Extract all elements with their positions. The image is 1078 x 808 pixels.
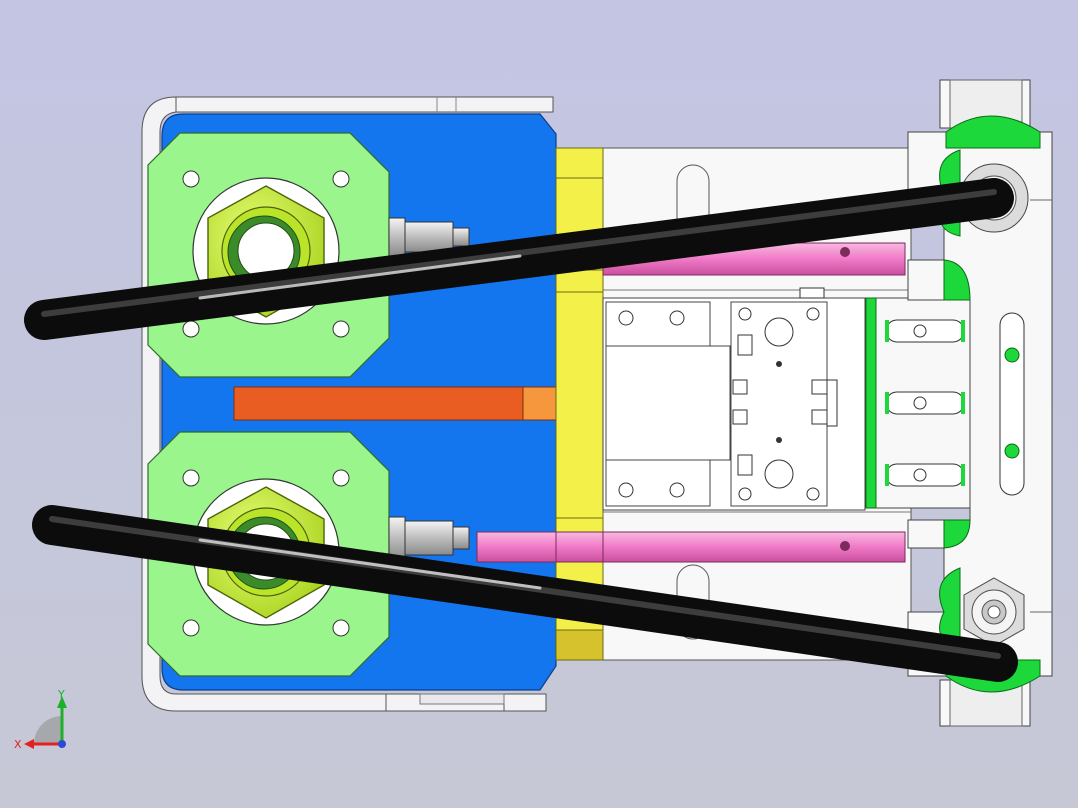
pink-rod-bottom[interactable] [476,531,906,563]
fitting-bottom[interactable] [388,516,470,560]
switch-assembly[interactable] [602,287,866,511]
rod-bottom[interactable] [32,505,1018,682]
flange-top[interactable] [147,132,390,378]
right-bracket[interactable] [864,297,971,509]
rod-top[interactable] [24,178,1014,340]
x-axis-label: X [14,738,22,751]
x-axis-arrowhead [24,739,34,749]
y-axis-label: Y [57,688,65,701]
right-end-cap[interactable] [907,79,1053,727]
housing-frame-left [141,96,547,712]
y-axis-arrowhead [57,696,67,708]
z-axis-dot [58,740,66,748]
triad-arc [34,716,62,744]
orange-bar[interactable] [233,386,557,421]
housing-frame [175,96,554,113]
fitting-top[interactable] [388,217,470,257]
axis-triad: Y X [14,688,67,751]
